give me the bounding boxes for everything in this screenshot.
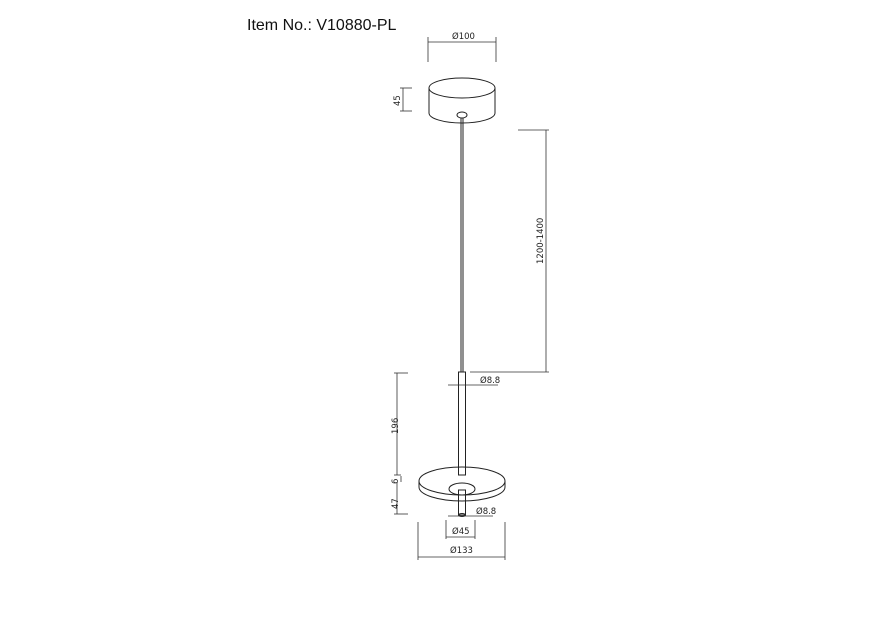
- disc: [418, 466, 506, 517]
- dim-label: 6: [391, 479, 401, 484]
- dim-hole-diameter: Ø45: [445, 520, 476, 539]
- dim-label: 196: [391, 418, 401, 434]
- dim-label: Ø100: [452, 31, 475, 42]
- dim-canopy-height: 45: [393, 87, 412, 112]
- dim-label: 45: [393, 95, 403, 106]
- dim-label: 1200-1400: [536, 218, 546, 264]
- dim-label: 47: [391, 498, 401, 509]
- dim-label: Ø8.8: [476, 506, 496, 517]
- item-number-title: Item No.: V10880-PL: [247, 17, 397, 34]
- dim-rod-diameter-bottom: Ø8.8: [448, 506, 496, 517]
- dim-label: Ø133: [450, 545, 473, 556]
- dim-cable-length: 1200-1400: [470, 129, 549, 373]
- dim-canopy-diameter: Ø100: [427, 31, 497, 62]
- dim-lower-height: 47: [391, 482, 408, 515]
- dim-rod-diameter-top: Ø8.8: [448, 375, 500, 386]
- dim-rod-length: 196: [391, 372, 408, 476]
- canopy: [428, 77, 496, 124]
- dim-label: Ø45: [452, 526, 470, 537]
- rod: [458, 371, 466, 476]
- dim-disc-diameter: Ø133: [417, 522, 506, 560]
- dim-disc-thickness: 6: [391, 476, 402, 484]
- dim-label: Ø8.8: [480, 375, 500, 386]
